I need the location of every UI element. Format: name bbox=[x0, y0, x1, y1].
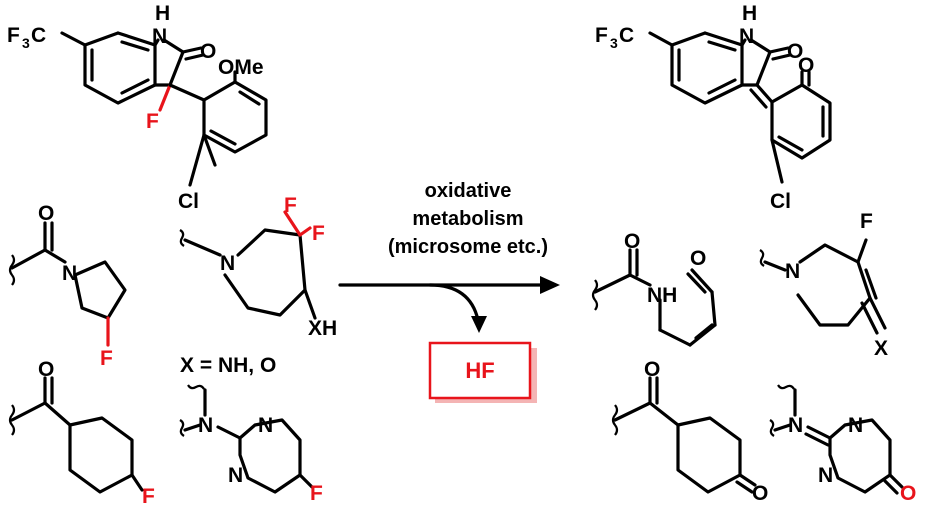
pyrrolidine-fluorine: F bbox=[100, 347, 113, 370]
oxindole-ome: OMe bbox=[218, 56, 264, 79]
azepine-fluorine: F bbox=[860, 210, 873, 233]
azepine-x: X bbox=[874, 337, 888, 360]
quinone-cf3-sub: 3 bbox=[610, 35, 618, 51]
oxindole-chlorine: Cl bbox=[178, 190, 199, 213]
condition-line-1: oxidative bbox=[425, 180, 512, 202]
pyrimidinone-linker-n: N bbox=[788, 414, 803, 437]
x-definition: X = NH, O bbox=[180, 354, 276, 377]
aldehyde-o: O bbox=[690, 247, 706, 270]
product-pyrimidinone: N N N O bbox=[769, 384, 916, 505]
quinone-cf3-f: F bbox=[595, 24, 608, 47]
oxindole-nh-n: N bbox=[152, 25, 167, 48]
oxindole-cf3-sub: 3 bbox=[22, 35, 30, 51]
pyrimidinone-n1: N bbox=[848, 414, 863, 437]
cyclohexanone-o2: O bbox=[752, 482, 768, 505]
quinone-nh-n: N bbox=[739, 25, 754, 48]
quinone-ring-o: O bbox=[798, 54, 814, 77]
quinone-chlorine: Cl bbox=[770, 190, 791, 213]
pyrimidinone-n2: N bbox=[818, 464, 833, 487]
pyrrolidine-carbonyl-o: O bbox=[38, 202, 54, 225]
hf-label: HF bbox=[465, 358, 494, 383]
hf-byproduct-box: HF bbox=[428, 341, 537, 403]
product-ring-opened-aldehyde: O NH O bbox=[591, 230, 717, 347]
azepane-fluorine-2: F bbox=[312, 222, 325, 245]
condition-line-3: (microsome etc.) bbox=[388, 236, 548, 258]
pyrimidine-linker-n: N bbox=[198, 414, 213, 437]
pyrimidinone-oxygen: O bbox=[900, 482, 916, 505]
pyrimidine-n1: N bbox=[258, 414, 273, 437]
oxindole-cf3-f: F bbox=[7, 24, 20, 47]
substrate-difluoroazepane: N F F XH bbox=[179, 194, 337, 340]
quinone-cf3-c: C bbox=[619, 24, 634, 47]
azepane-fluorine-1: F bbox=[284, 194, 297, 217]
cyclohexanone-carbonyl-o1: O bbox=[644, 358, 660, 381]
product-fluoroazepine: N F X bbox=[759, 210, 888, 360]
azepane-n: N bbox=[220, 252, 235, 275]
oxindole-cf3-c: C bbox=[31, 24, 46, 47]
substrate-fluorocyclohexane: O F bbox=[8, 358, 155, 508]
cyclohexane-carbonyl-o: O bbox=[38, 358, 54, 381]
oxindole-fluorine: F bbox=[146, 110, 159, 133]
aldehyde-nh: NH bbox=[647, 284, 677, 307]
azepine-n: N bbox=[785, 260, 800, 283]
aldehyde-amide-o: O bbox=[624, 230, 640, 253]
cyclohexane-fluorine: F bbox=[142, 485, 155, 508]
substrate-fluoropyrrolidine: O N F bbox=[8, 202, 127, 370]
substrate-fluoropyrimidine: N N N F bbox=[179, 384, 323, 505]
reaction-arrow: oxidative metabolism (microsome etc.) bbox=[338, 180, 560, 333]
oxindole-carbonyl-o: O bbox=[200, 40, 216, 63]
product-quinone-methide: H N F 3 C O O Cl bbox=[595, 2, 832, 213]
pyrrolidine-n: N bbox=[62, 262, 77, 285]
condition-line-2: metabolism bbox=[412, 208, 523, 230]
pyrimidine-n2: N bbox=[228, 464, 243, 487]
substrate-fluoro-oxindole: H N F 3 C O OMe F Cl bbox=[7, 2, 268, 213]
oxindole-nh-h: H bbox=[155, 2, 170, 25]
pyrimidine-fluorine: F bbox=[310, 482, 323, 505]
quinone-nh-h: H bbox=[742, 2, 757, 25]
azepane-xh: XH bbox=[308, 317, 337, 340]
product-cyclohexanone: O O bbox=[611, 358, 768, 505]
quinone-carbonyl-o: O bbox=[787, 40, 803, 63]
